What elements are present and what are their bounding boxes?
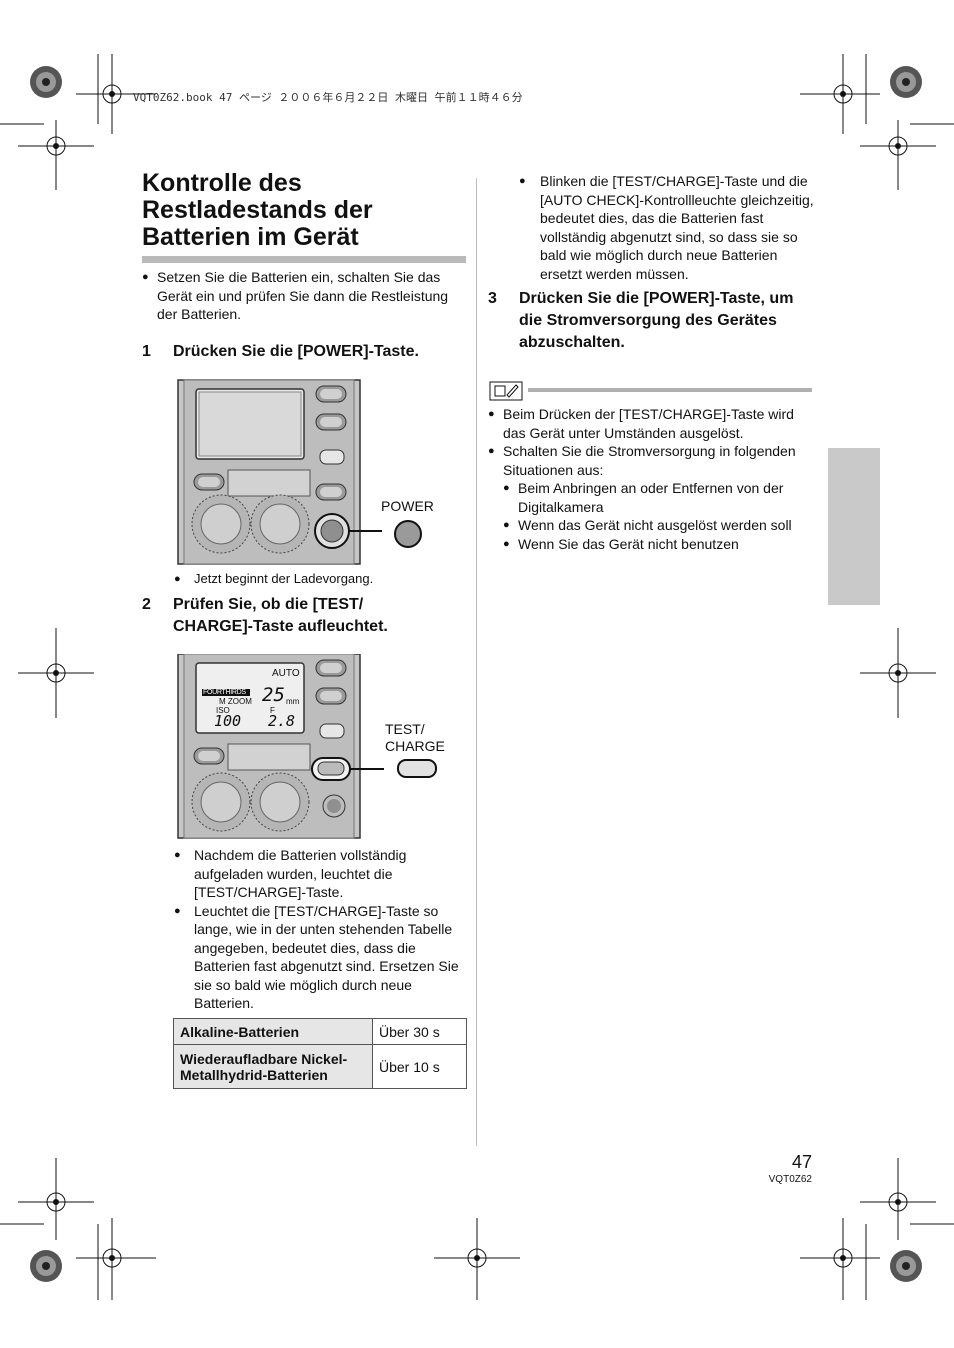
step-text: Drücken Sie die [POWER]-Taste. [173, 343, 419, 360]
right-top-bullet: ● Blinken die [TEST/CHARGE]-Taste und di… [519, 172, 814, 283]
lcd-mode: AUTO [272, 668, 300, 679]
lcd-iso-value: 100 [214, 712, 242, 730]
list-item: ● Leuchtet die [TEST/CHARGE]-Taste so la… [174, 902, 466, 1013]
lcd-f-label: F [270, 706, 275, 715]
lcd-badge: FOURTHIRDS [203, 689, 246, 696]
table-row: Wiederaufladbare Nickel-Metallhydrid-Bat… [173, 1044, 467, 1089]
table-row: Alkaline-Batterien Über 30 s [173, 1018, 467, 1045]
battery-time: Über 30 s [372, 1018, 467, 1045]
power-callout: POWER [381, 498, 434, 514]
list-item: ● Wenn das Gerät nicht ausgelöst werden … [503, 516, 814, 535]
step-1: 1 Drücken Sie die [POWER]-Taste. [142, 341, 466, 363]
bullet-icon: ● [503, 519, 510, 531]
bullet-icon: ● [174, 849, 181, 861]
callout-line: TEST/ [385, 721, 425, 737]
battery-table: Alkaline-Batterien Über 30 s Wiederaufla… [173, 1018, 467, 1089]
bullet-icon: ● [142, 271, 149, 283]
bullet-icon: ● [503, 537, 510, 550]
note-icon [489, 381, 523, 401]
test-charge-callout: TEST/ CHARGE [385, 721, 445, 755]
step-number: 1 [142, 343, 151, 360]
device-figure-power [177, 379, 422, 565]
bullet-icon: ● [174, 573, 181, 585]
lcd-zoom-value: 25 [262, 684, 285, 706]
list-item: ● Schalten Sie die Stromversorgung in fo… [488, 442, 814, 479]
list-item: ● Nachdem die Batterien vollständig aufg… [174, 846, 466, 902]
callout-line: CHARGE [385, 738, 445, 754]
sub-notes: ● Beim Anbringen an oder Entfernen von d… [488, 479, 814, 553]
list-item: ● Wenn Sie das Gerät nicht benutzen [503, 535, 814, 554]
battery-type: Alkaline-Batterien [173, 1018, 373, 1045]
notes-list: ● Beim Drücken der [TEST/CHARGE]-Taste w… [488, 405, 814, 553]
step-2: 2 Prüfen Sie, ob die [TEST/ CHARGE]-Tast… [142, 594, 442, 638]
step-text: Drücken Sie die [POWER]-Taste, um die St… [519, 290, 794, 351]
lcd-f-value: 2.8 [268, 712, 296, 730]
list-item: ● Beim Drücken der [TEST/CHARGE]-Taste w… [488, 405, 814, 442]
list-item-text: Nachdem die Batterien vollständig aufgel… [194, 847, 407, 900]
step-3: 3 Drücken Sie die [POWER]-Taste, um die … [488, 288, 814, 354]
section-tab [828, 448, 880, 605]
document-code: VQT0Z62 [768, 1174, 812, 1185]
step1-bullet: ● Jetzt beginnt der Ladevorgang. [174, 570, 466, 589]
battery-type: Wiederaufladbare Nickel-Metallhydrid-Bat… [173, 1044, 373, 1089]
device-figure-test-charge [177, 654, 437, 839]
lcd-zoom-label: M ZOOM [219, 697, 252, 706]
bullet-icon: ● [503, 482, 510, 494]
bullet-icon: ● [488, 408, 495, 420]
bullet-icon: ● [174, 904, 181, 917]
right-top-bullet-text: Blinken die [TEST/CHARGE]-Taste und die … [540, 173, 814, 282]
list-item-text: Leuchtet die [TEST/CHARGE]-Taste so lang… [194, 902, 459, 1012]
intro-bullet-text: Setzen Sie die Batterien ein, schalten S… [157, 269, 449, 322]
list-item: ● Beim Anbringen an oder Entfernen von d… [503, 479, 814, 516]
title-rule [142, 256, 466, 263]
page-number: 47 [791, 1152, 812, 1172]
intro-bullet: ● Setzen Sie die Batterien ein, schalten… [142, 268, 466, 324]
step-number: 2 [142, 596, 151, 613]
note-rule [528, 388, 812, 392]
list-item-text: Schalten Sie die Stromversorgung in folg… [503, 443, 796, 478]
step-number: 3 [488, 290, 497, 307]
list-item-text: Wenn Sie das Gerät nicht benutzen [518, 535, 739, 552]
list-item-text: Beim Drücken der [TEST/CHARGE]-Taste wir… [503, 406, 794, 441]
lcd-iso-label: ISO [216, 706, 230, 715]
bullet-icon: ● [519, 175, 526, 187]
lcd-zoom-unit: mm [286, 697, 300, 706]
step2-bullets: ● Nachdem die Batterien vollständig aufg… [174, 846, 466, 1013]
page-title: Kontrolle des Restladestands der Batteri… [142, 169, 373, 251]
column-divider [476, 178, 477, 1146]
step-text: Prüfen Sie, ob die [TEST/ CHARGE]-Taste … [173, 596, 388, 635]
step1-bullet-text: Jetzt beginnt der Ladevorgang. [194, 571, 374, 586]
bullet-icon: ● [488, 445, 495, 457]
print-header: VQT0Z62.book 47 ページ ２００６年６月２２日 木曜日 午前１１時… [133, 91, 523, 104]
list-item-text: Wenn das Gerät nicht ausgelöst werden so… [518, 517, 792, 533]
battery-time: Über 10 s [372, 1044, 467, 1089]
list-item-text: Beim Anbringen an oder Entfernen von der… [518, 480, 784, 515]
